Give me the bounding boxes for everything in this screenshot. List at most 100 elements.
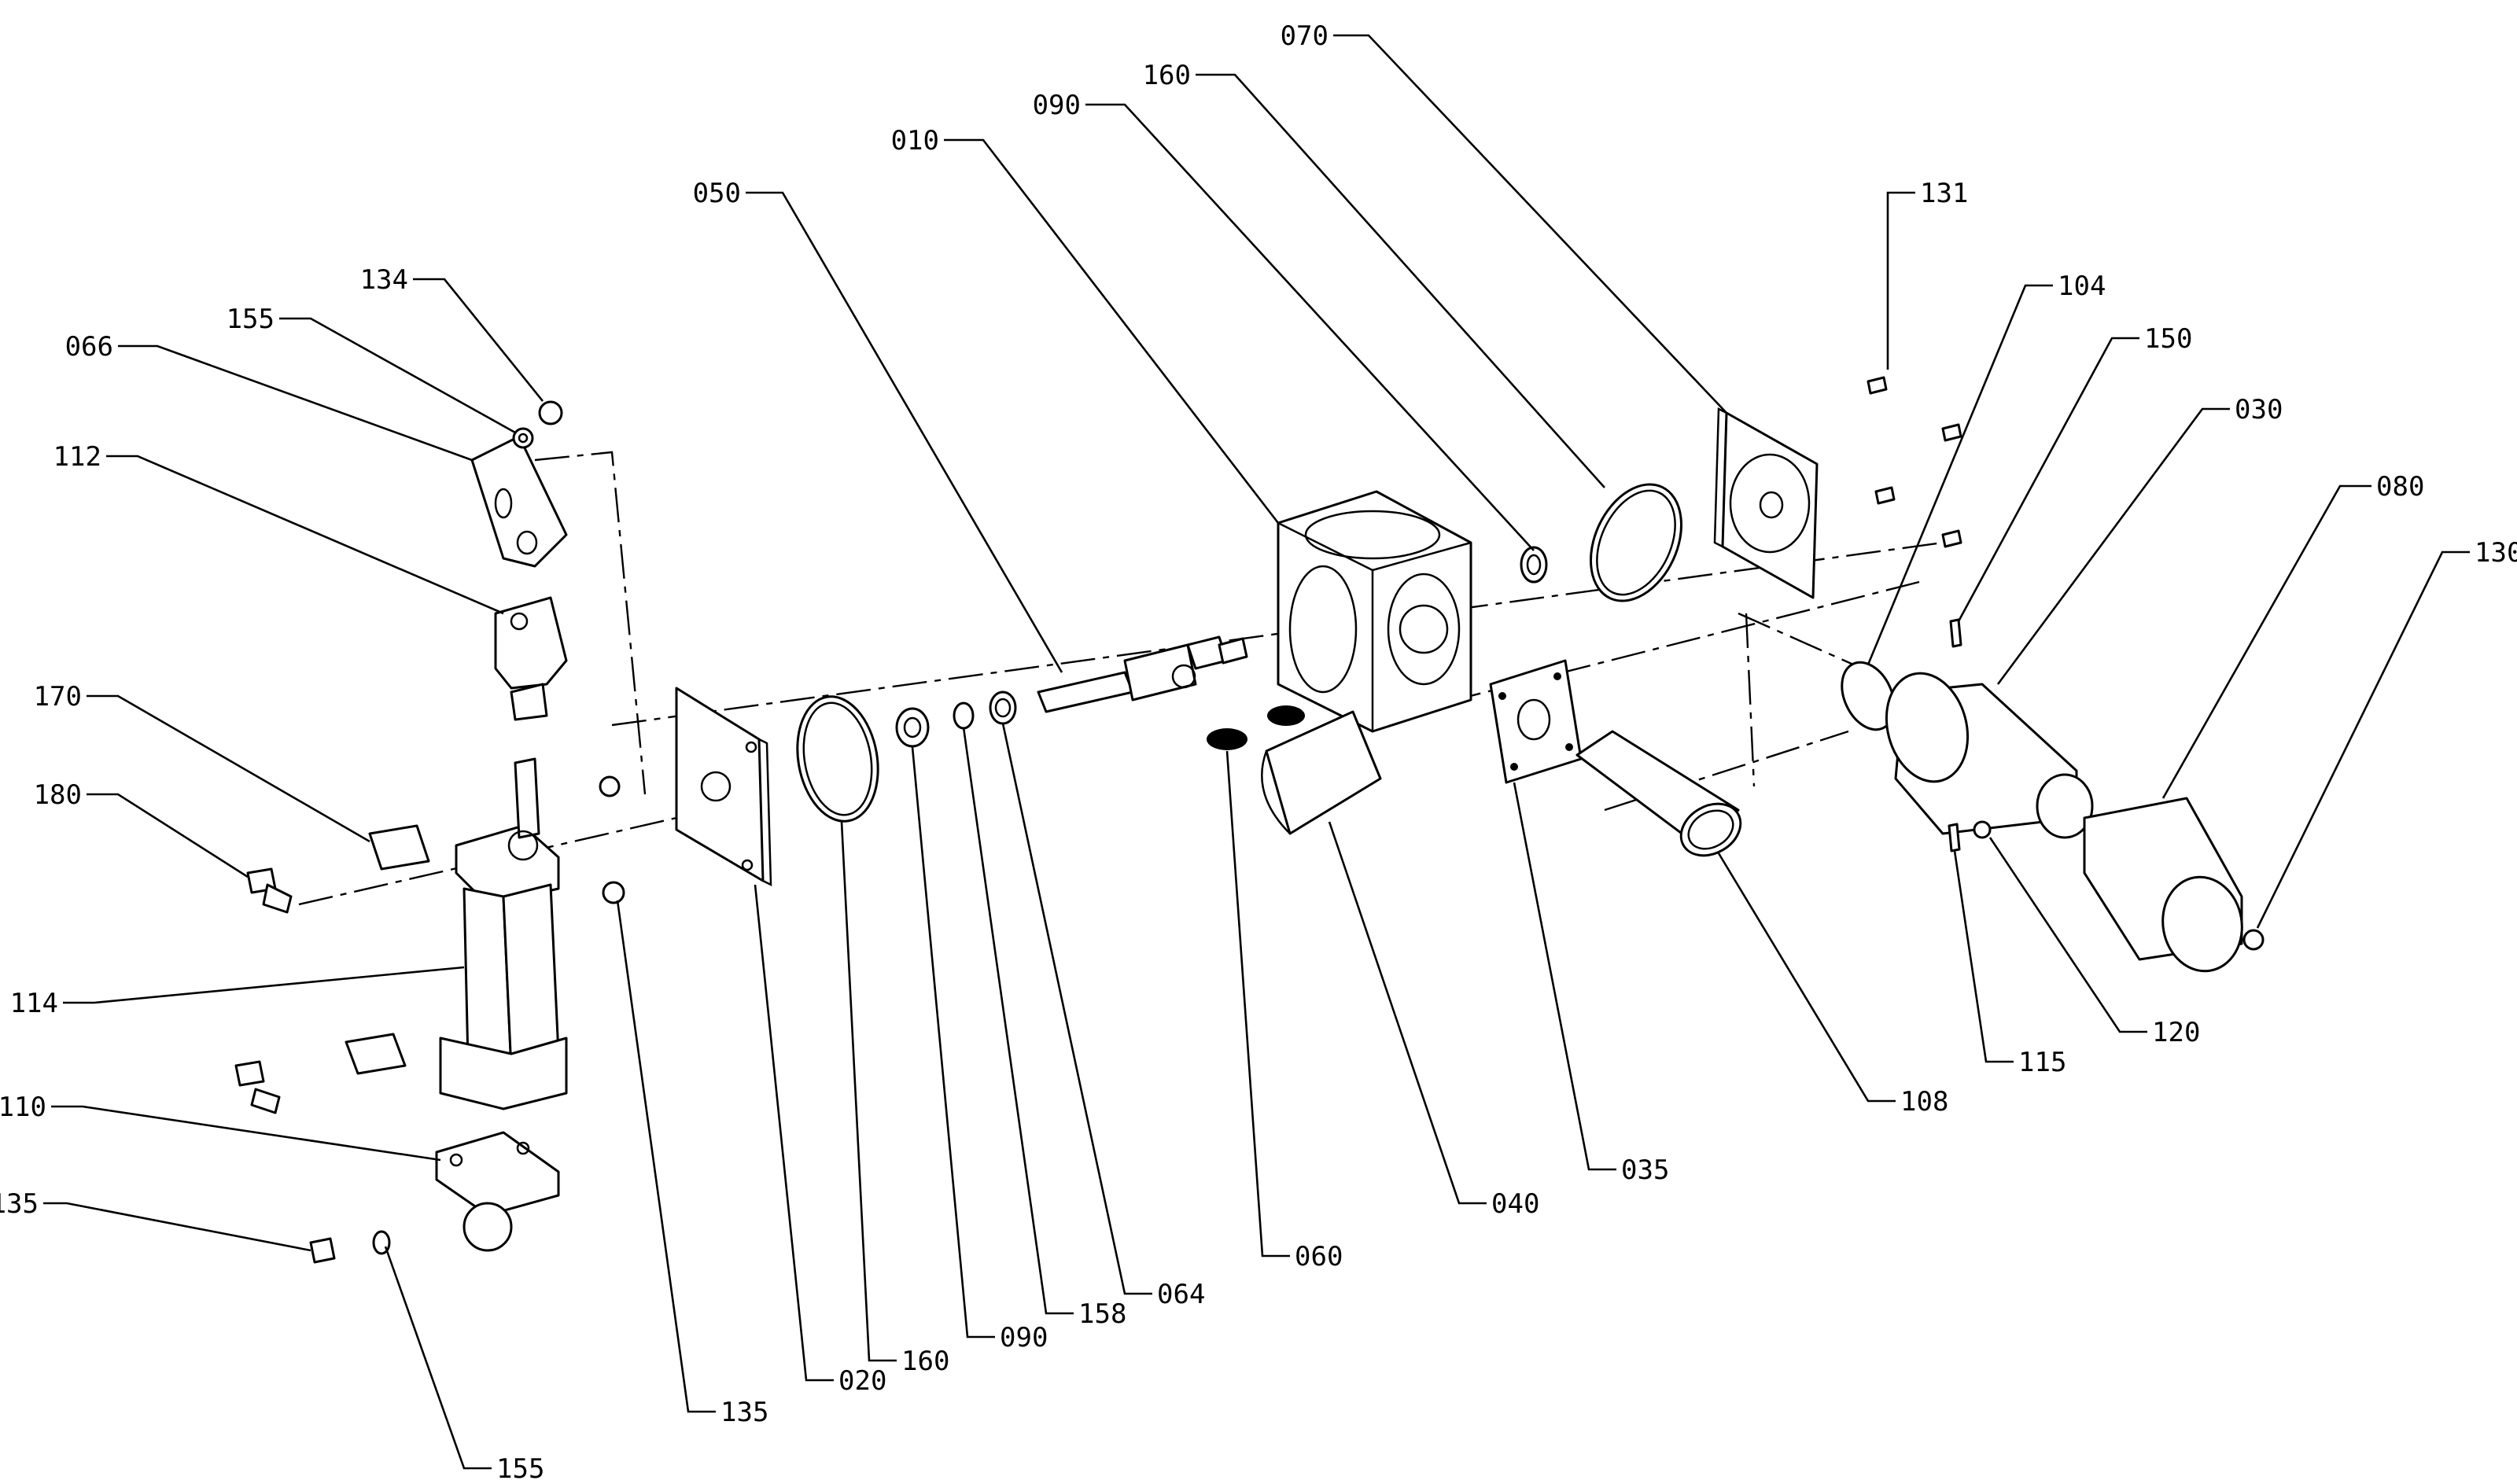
leader-c066 xyxy=(118,344,473,462)
leader-c150 xyxy=(1957,337,2139,622)
fitting-180 xyxy=(246,867,293,914)
callout-label-c158: 158 xyxy=(1078,1298,1126,1330)
fitting-170 xyxy=(368,824,430,871)
callout-label-c114: 114 xyxy=(10,988,58,1019)
filter-housing-030 xyxy=(1885,672,2094,839)
callout-label-c130: 130 xyxy=(2475,537,2517,569)
callout-label-c155a: 155 xyxy=(227,304,275,335)
fitting-lower xyxy=(234,1033,407,1114)
callout-label-c115: 115 xyxy=(2018,1047,2066,1078)
callout-label-c108: 108 xyxy=(1900,1086,1948,1118)
leader-c064 xyxy=(1001,723,1152,1295)
leader-c158 xyxy=(962,727,1074,1315)
callout-label-c131: 131 xyxy=(1920,178,1968,209)
leader-c020 xyxy=(754,884,834,1382)
callout-label-c104: 104 xyxy=(2058,271,2106,302)
leader-c115 xyxy=(1953,850,2014,1063)
leader-c114 xyxy=(63,966,465,1004)
shaft-050 xyxy=(1037,635,1248,713)
half-cylinder-040 xyxy=(1261,710,1382,835)
washer-158 xyxy=(953,701,975,730)
callout-label-c180: 180 xyxy=(34,779,82,811)
leader-c070 xyxy=(1333,34,1727,414)
leader-c040 xyxy=(1328,821,1487,1205)
leader-c131 xyxy=(1886,191,1915,370)
callout-label-c134: 134 xyxy=(360,264,408,296)
screw-135-plate xyxy=(599,775,625,904)
callout-label-c160a: 160 xyxy=(1143,60,1191,91)
leader-c135b xyxy=(616,900,716,1413)
bushing-090-upper xyxy=(1520,546,1548,584)
callout-label-c135a: 135 xyxy=(0,1188,39,1220)
tube-108 xyxy=(1575,730,1742,857)
leader-c135a xyxy=(43,1202,311,1252)
screw-135-lower xyxy=(309,1237,336,1264)
leader-c104 xyxy=(1867,284,2053,665)
callout-label-c110: 110 xyxy=(0,1092,46,1123)
leader-c130 xyxy=(2256,551,2470,929)
leader-c060 xyxy=(1225,750,1290,1258)
callout-label-c135b: 135 xyxy=(720,1397,768,1428)
callout-label-c112: 112 xyxy=(53,441,101,473)
leader-c108 xyxy=(1717,852,1896,1103)
callout-layer: 010 090 160 070 050 131 104 150 030 080 130 134 155 0… xyxy=(0,20,2517,1484)
actuator-cylinder-114 xyxy=(439,757,568,1110)
screw-150 xyxy=(1949,618,1962,648)
foot-bracket-110 xyxy=(435,1131,560,1252)
cover-080 xyxy=(2083,797,2243,973)
callout-label-c020: 020 xyxy=(838,1365,886,1397)
o-ring-160-upper xyxy=(1589,483,1683,602)
leader-c170 xyxy=(87,694,370,843)
callout-label-c040: 040 xyxy=(1491,1188,1539,1220)
washer-064 xyxy=(989,690,1017,725)
end-cap-104 xyxy=(1841,661,1896,731)
callout-label-c150: 150 xyxy=(2144,323,2192,355)
callout-label-c030: 030 xyxy=(2235,394,2283,425)
callout-label-c064: 064 xyxy=(1157,1279,1205,1310)
leader-c035 xyxy=(1513,782,1616,1171)
screw-131 xyxy=(1867,376,1962,548)
callout-label-c090a: 090 xyxy=(1033,90,1081,121)
plug-060 xyxy=(1207,705,1305,750)
body-cube-010 xyxy=(1277,490,1472,733)
callout-label-c120: 120 xyxy=(2152,1017,2200,1048)
leader-c155b xyxy=(384,1246,492,1470)
screw-130 xyxy=(2242,929,2265,951)
pin-134 xyxy=(538,400,563,425)
callout-label-c060: 060 xyxy=(1295,1241,1343,1272)
bushing-090-lower xyxy=(895,707,930,748)
leader-c160a xyxy=(1196,73,1605,488)
callout-label-c155b: 155 xyxy=(496,1453,544,1484)
clevis-112 xyxy=(494,596,568,721)
leader-c120 xyxy=(1988,837,2147,1033)
callout-label-c080: 080 xyxy=(2376,471,2424,503)
leader-c134 xyxy=(413,278,544,402)
flange-plate-070 xyxy=(1713,407,1819,599)
callout-label-c035: 035 xyxy=(1621,1154,1669,1186)
lever-066 xyxy=(470,435,568,568)
nut-120 xyxy=(1973,820,1992,839)
callout-label-c160b: 160 xyxy=(901,1346,949,1377)
callout-label-c090b: 090 xyxy=(1000,1322,1048,1353)
leader-c112 xyxy=(106,455,504,615)
leader-c080 xyxy=(2161,484,2371,799)
washer-155-upper xyxy=(512,427,534,449)
leader-c160b xyxy=(840,821,897,1362)
mounting-plate-020 xyxy=(675,687,772,887)
leader-c010 xyxy=(944,138,1280,524)
leader-c110 xyxy=(51,1105,441,1162)
o-ring-160-lower xyxy=(796,695,879,823)
callout-label-c010: 010 xyxy=(891,125,939,157)
leader-c155a xyxy=(279,317,516,434)
leader-c030 xyxy=(1996,407,2230,685)
cover-plate-035 xyxy=(1489,659,1583,784)
leader-c090a xyxy=(1085,103,1535,551)
callout-label-c070: 070 xyxy=(1281,20,1329,52)
leader-c180 xyxy=(87,793,249,878)
callout-label-c050: 050 xyxy=(693,178,741,209)
callout-label-c170: 170 xyxy=(34,681,82,713)
callout-label-c066: 066 xyxy=(65,331,113,363)
leader-c090b xyxy=(911,746,995,1339)
screw-115 xyxy=(1948,823,1961,852)
